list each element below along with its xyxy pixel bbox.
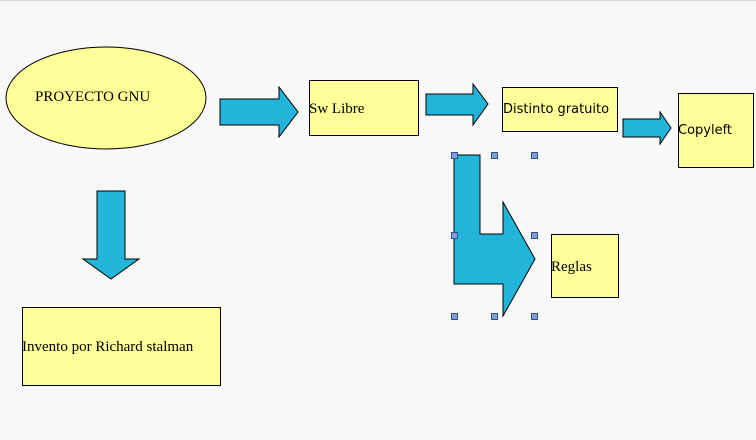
node-invento-box[interactable]: [22, 307, 221, 386]
node-reglas-box[interactable]: [551, 234, 619, 298]
right-arrow-icon[interactable]: [622, 110, 672, 146]
bent-arrow-icon[interactable]: [453, 154, 536, 318]
node-gratuito-label: Distinto gratuito: [503, 102, 610, 117]
right-arrow-icon[interactable]: [425, 82, 489, 127]
node-gnu-ellipse[interactable]: [5, 46, 207, 150]
selection-handles[interactable]: [451, 152, 538, 320]
resize-handle[interactable]: [531, 232, 538, 239]
resize-handle[interactable]: [491, 152, 498, 159]
node-gratuito-box[interactable]: [502, 87, 618, 132]
node-copyleft-label: Copyleft: [678, 123, 733, 138]
resize-handle[interactable]: [531, 152, 538, 159]
node-swlibre-box[interactable]: [309, 80, 419, 136]
node-invento-label: Invento por Richard stalman: [22, 339, 194, 355]
node-reglas-label: Reglas: [551, 259, 592, 275]
resize-handle[interactable]: [451, 232, 458, 239]
canvas-top-border: [0, 0, 756, 1]
node-gnu-label: PROYECTO GNU: [35, 89, 151, 105]
down-arrow-icon[interactable]: [81, 190, 141, 280]
right-arrow-icon[interactable]: [219, 85, 299, 139]
resize-handle[interactable]: [531, 313, 538, 320]
resize-handle[interactable]: [451, 152, 458, 159]
node-swlibre-label: Sw Libre: [309, 101, 365, 117]
resize-handle[interactable]: [451, 313, 458, 320]
node-copyleft-box[interactable]: [678, 93, 754, 168]
resize-handle[interactable]: [491, 313, 498, 320]
